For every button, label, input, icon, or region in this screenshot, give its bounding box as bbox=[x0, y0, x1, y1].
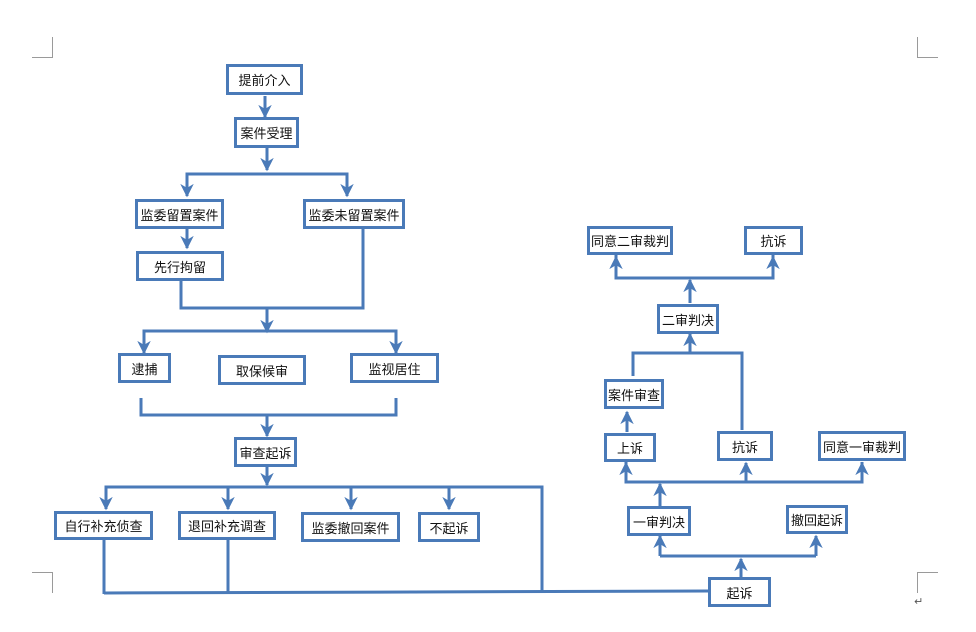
split-detained-branch bbox=[185, 172, 349, 194]
node-return-supplementary-investigation: 退回补充调查 bbox=[178, 511, 276, 540]
merge-measures bbox=[179, 229, 365, 310]
node-early-intervention: 提前介入 bbox=[226, 64, 303, 95]
line-to-prosecution bbox=[103, 589, 709, 595]
node-withdraw-prosecution: 撤回起诉 bbox=[786, 505, 848, 534]
node-self-supplementary-investigation: 自行补充侦查 bbox=[54, 511, 153, 540]
crop-mark-bottom-right bbox=[917, 572, 938, 593]
crop-mark-top-left bbox=[32, 37, 53, 58]
node-protest-first: 抗诉 bbox=[717, 431, 773, 461]
node-protest-second: 抗诉 bbox=[744, 226, 803, 255]
node-residential-surveillance: 监视居住 bbox=[350, 353, 439, 383]
node-arrest: 逮捕 bbox=[118, 353, 171, 383]
node-bail-pending-trial: 取保候审 bbox=[218, 355, 306, 385]
node-no-prosecution: 不起诉 bbox=[418, 512, 480, 542]
node-supervision-withdraw-case: 监委撤回案件 bbox=[301, 512, 400, 542]
node-first-instance-judgment: 一审判决 bbox=[627, 506, 691, 536]
node-supervision-undetained-case: 监委未留置案件 bbox=[303, 199, 405, 229]
node-agree-second-instance: 同意二审裁判 bbox=[587, 226, 673, 255]
node-appeal: 上诉 bbox=[604, 433, 656, 462]
node-review-prosecution: 审查起诉 bbox=[234, 437, 297, 467]
paragraph-mark-icon: ↵ bbox=[914, 595, 924, 608]
node-agree-first-instance: 同意一审裁判 bbox=[818, 431, 906, 461]
crop-mark-top-right bbox=[917, 37, 938, 58]
node-first-detention: 先行拘留 bbox=[136, 251, 224, 281]
node-case-review: 案件审查 bbox=[604, 379, 664, 409]
crop-mark-bottom-left bbox=[32, 572, 53, 593]
node-case-acceptance: 案件受理 bbox=[234, 117, 299, 148]
node-supervision-detained-case: 监委留置案件 bbox=[135, 199, 224, 229]
node-prosecution: 起诉 bbox=[708, 577, 771, 607]
node-second-instance-judgment: 二审判决 bbox=[657, 304, 719, 334]
merge-to-review bbox=[139, 398, 398, 417]
